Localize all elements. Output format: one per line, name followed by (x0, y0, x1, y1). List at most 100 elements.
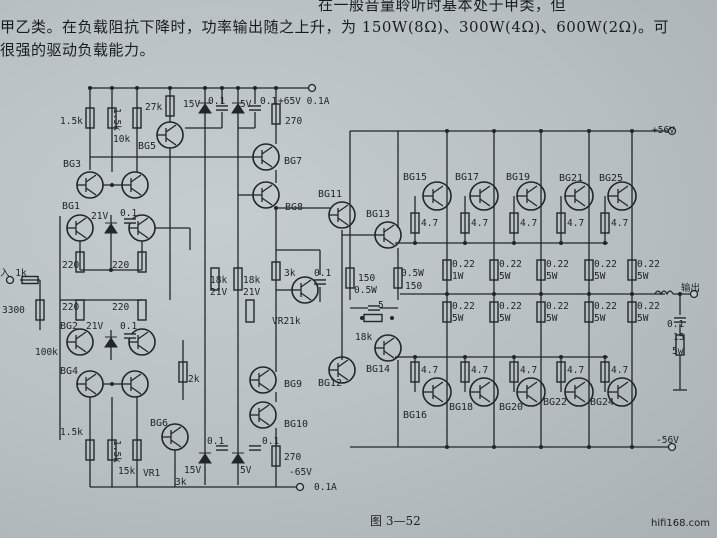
label: 150 (358, 273, 376, 284)
label: 0.22 (546, 301, 569, 312)
wire (85, 174, 97, 183)
label: 5W (637, 313, 649, 324)
label: 0.1 (314, 268, 332, 279)
label: 3k (284, 268, 296, 279)
resistor-icon (271, 445, 281, 467)
label: 5 (378, 300, 384, 311)
label: BG5 (138, 141, 157, 152)
junction-dot (512, 355, 516, 359)
zener-diode-icon (231, 102, 245, 114)
label: 3300 (2, 305, 25, 316)
label: BG14 (366, 364, 391, 375)
junction-dot (630, 292, 634, 296)
label: BG11 (318, 189, 343, 200)
wire (526, 198, 538, 207)
junction-dot (587, 445, 591, 449)
label: 2k (188, 374, 200, 385)
wire (574, 394, 586, 403)
label: BG25 (599, 173, 624, 184)
wire (130, 386, 142, 395)
label: BG15 (403, 172, 428, 183)
label: 21V (86, 321, 104, 332)
label: 150 (405, 281, 423, 292)
resistor-icon (233, 267, 243, 291)
label: +56V (652, 125, 675, 136)
label: 220 (62, 260, 80, 271)
resistor-icon (245, 299, 255, 323)
inductor-icon (654, 290, 674, 296)
wire (383, 237, 395, 246)
wire (383, 224, 395, 233)
label: 5W (594, 271, 606, 282)
junction-dot (512, 241, 516, 245)
resistor-icon (345, 267, 355, 289)
label: 100k (35, 347, 58, 358)
label: 0.22 (594, 301, 617, 312)
label: 5W (499, 313, 511, 324)
label: 15 (673, 332, 685, 343)
label: 15V (184, 465, 202, 476)
label: 0.22 (637, 301, 660, 312)
resistor-icon (536, 259, 546, 281)
resistor-icon (85, 439, 95, 461)
resistor-icon (178, 361, 188, 383)
capacitor-icon (216, 106, 228, 110)
resistor-icon (584, 259, 594, 281)
label: 0.1 (262, 436, 280, 447)
resistor-icon (21, 275, 39, 285)
resistor-icon (556, 212, 566, 234)
paragraph-line-1: 在一般音量聆听时基本处于甲类，但 (318, 0, 567, 14)
junction-dot (539, 445, 543, 449)
wire (85, 187, 97, 196)
wire (617, 185, 629, 194)
wire (617, 381, 629, 390)
wire (526, 381, 538, 390)
wire (261, 197, 273, 206)
junction-dot (603, 241, 607, 245)
terminal-icon (295, 482, 305, 492)
label: BG21 (559, 173, 584, 184)
watermark: hifi168.com (651, 518, 711, 529)
junction-dot (603, 355, 607, 359)
junction-dot (630, 445, 634, 449)
label: 27k (145, 102, 163, 113)
terminal-icon (667, 126, 677, 136)
label: 0.22 (594, 259, 617, 270)
label: 3k (175, 477, 187, 488)
label: 1W (452, 271, 464, 282)
label: 4.7 (611, 365, 629, 376)
capacitor-icon (249, 106, 261, 110)
wire (479, 198, 491, 207)
junction-dot (110, 183, 114, 187)
junction-dot (463, 241, 467, 245)
label: 5w (672, 346, 684, 357)
label: 4.7 (567, 365, 585, 376)
resistor-icon (556, 361, 566, 383)
junction-dot (109, 268, 113, 272)
label: 270 (284, 452, 302, 463)
wire (130, 373, 142, 382)
wire (165, 124, 177, 133)
label: 5W (594, 313, 606, 324)
junction-dot (587, 292, 591, 296)
wire (258, 417, 270, 426)
label: 4.7 (520, 218, 538, 229)
wire (258, 369, 270, 378)
wire (258, 382, 270, 391)
label: BG19 (506, 172, 531, 183)
label: 5W (499, 271, 511, 282)
wire (574, 185, 586, 194)
label: BG1 (62, 201, 81, 212)
resistor-icon (536, 301, 546, 323)
resistor-icon (107, 439, 117, 461)
resistor-icon (271, 261, 281, 281)
label: BG8 (285, 202, 304, 213)
junction-dot (492, 292, 496, 296)
label: 4.7 (471, 365, 489, 376)
wire (479, 381, 491, 390)
resistor-icon (627, 301, 637, 323)
resistor-icon (132, 439, 142, 461)
wire (137, 344, 149, 353)
junction-dot (539, 292, 543, 296)
